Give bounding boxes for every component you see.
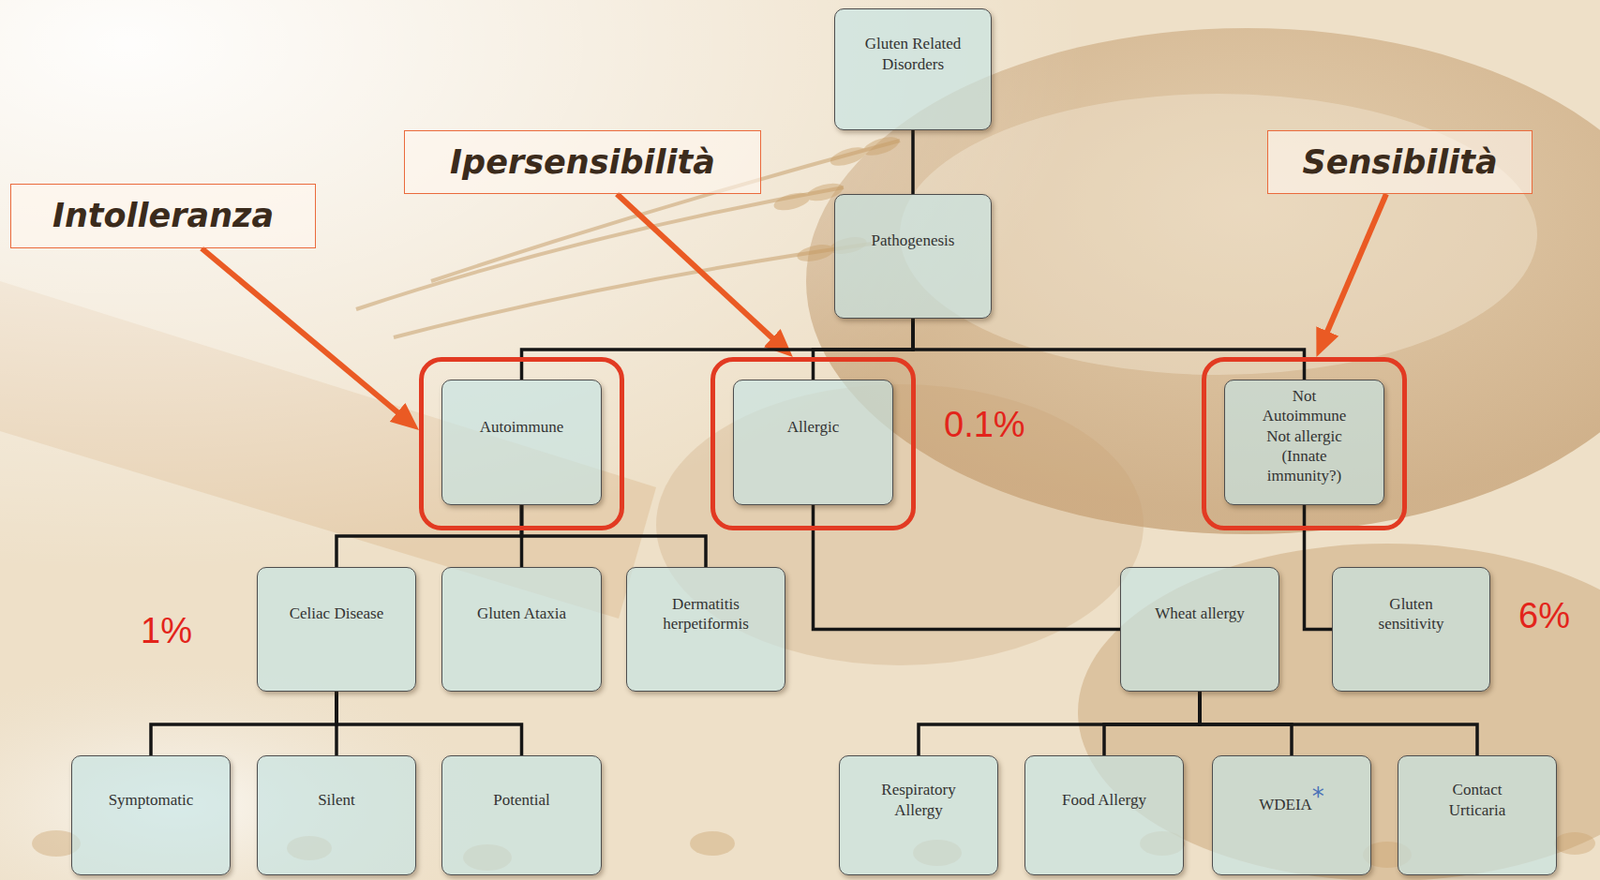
disorder-box: Gluten Ataxia	[441, 567, 602, 692]
text-block: Not Autoimmune Not allergic (Innate immu…	[1249, 386, 1360, 486]
text-block: Wheat allergy	[1145, 603, 1255, 624]
node-text: Pathogenesis	[871, 231, 956, 250]
text-block: Symptomatic	[96, 790, 206, 810]
percentage-label: 1%	[140, 613, 193, 649]
node-text: Celiac Disease	[289, 604, 385, 623]
disorder-box: Wheat allergy	[1120, 567, 1280, 692]
category-ring: Not Autoimmune Not allergic (Innate immu…	[1201, 357, 1407, 531]
tree-connector	[336, 691, 523, 756]
text-block: Potential	[466, 790, 577, 810]
text-block: Celiac Disease	[282, 603, 391, 624]
tree-connector	[1304, 505, 1333, 630]
text-block: Intolleranza	[52, 195, 274, 236]
node-text: Respiratory Allergy	[881, 780, 956, 819]
tree-connector	[918, 691, 1200, 756]
process-box: Pathogenesis	[834, 194, 992, 319]
tree-connector	[1199, 691, 1478, 756]
subtype-box: Contact Urticaria	[1397, 755, 1557, 876]
callout-box: Ipersensibilità	[403, 130, 762, 195]
node-text: Food Allergy	[1061, 791, 1147, 809]
disorder-box: Gluten sensitivity	[1331, 567, 1491, 692]
text-block: Ipersensibilità	[449, 142, 716, 182]
node-text: Intolleranza	[52, 196, 274, 235]
tree-connector	[813, 505, 1122, 630]
node-text: Not Autoimmune Not allergic (Innate immu…	[1262, 387, 1347, 485]
node-text: Wheat allergy	[1154, 604, 1245, 623]
tree-connector	[912, 318, 1305, 380]
subtype-box: WDEIA*	[1211, 755, 1372, 876]
text-block: Gluten Related Disorders	[859, 33, 967, 75]
node-text: Dermatitis herpetiformis	[662, 595, 749, 633]
node-text: Ipersensibilità	[449, 143, 716, 181]
callout-box: Intolleranza	[10, 183, 316, 249]
node-text: Potential	[493, 791, 550, 809]
category-ring: Allergic	[710, 357, 916, 531]
tree-connector	[1104, 691, 1200, 756]
callout-arrow	[201, 248, 404, 418]
callout-arrow	[616, 194, 778, 344]
node-text: Gluten Ataxia	[477, 604, 567, 623]
text-block: Silent	[282, 790, 391, 810]
text-block: Gluten sensitivity	[1357, 594, 1466, 635]
text-block: Autoimmune	[466, 417, 577, 437]
tree-connector	[336, 505, 523, 568]
tree-connector	[522, 318, 914, 380]
node-text: WDEIA	[1258, 795, 1313, 814]
node-text: Allergic	[787, 418, 839, 436]
category-box: Not Autoimmune Not allergic (Innate immu…	[1224, 379, 1385, 506]
node-text: Silent	[317, 791, 356, 809]
subtype-box: Silent	[256, 755, 417, 876]
category-box: Allergic	[732, 379, 894, 506]
text-block: Respiratory Allergy	[864, 779, 973, 821]
callout-arrow	[1324, 194, 1387, 339]
disorder-box: Dermatitis herpetiformis	[626, 567, 786, 692]
text-block: Pathogenesis	[859, 230, 967, 251]
node-text: Sensibilità	[1301, 143, 1497, 181]
text-block: Sensibilità	[1301, 142, 1497, 182]
callout-box: Sensibilità	[1267, 130, 1533, 195]
text-block: Dermatitis herpetiformis	[651, 594, 761, 635]
category-ring: Autoimmune	[418, 357, 625, 531]
text-block: Allergic	[758, 417, 868, 437]
tree-connector	[813, 318, 914, 380]
tree-connector	[911, 130, 915, 195]
subtype-box: Symptomatic	[71, 755, 231, 876]
node-text: Symptomatic	[108, 791, 195, 809]
node-text: Contact Urticaria	[1449, 780, 1506, 819]
text-block: Contact Urticaria	[1422, 779, 1532, 821]
tree-connector	[150, 691, 337, 756]
text-block: Gluten Ataxia	[466, 603, 577, 624]
text-block: Food Allergy	[1049, 790, 1159, 810]
footnote-mark: *	[1312, 782, 1325, 811]
node-text: Gluten Related Disorders	[865, 34, 961, 73]
subtype-box: Respiratory Allergy	[838, 755, 999, 876]
percentage-label: 6%	[1518, 598, 1571, 634]
node-text: Gluten sensitivity	[1378, 595, 1445, 633]
text-block: WDEIA*	[1237, 784, 1346, 815]
category-box: Autoimmune	[441, 379, 602, 506]
disorder-box: Celiac Disease	[256, 567, 417, 692]
subtype-box: Food Allergy	[1024, 755, 1184, 876]
tree-connector	[522, 505, 707, 568]
root-box: Gluten Related Disorders	[834, 8, 992, 131]
node-text: Autoimmune	[479, 418, 565, 436]
percentage-label: 0.1%	[943, 406, 1026, 443]
subtype-box: Potential	[441, 755, 602, 876]
